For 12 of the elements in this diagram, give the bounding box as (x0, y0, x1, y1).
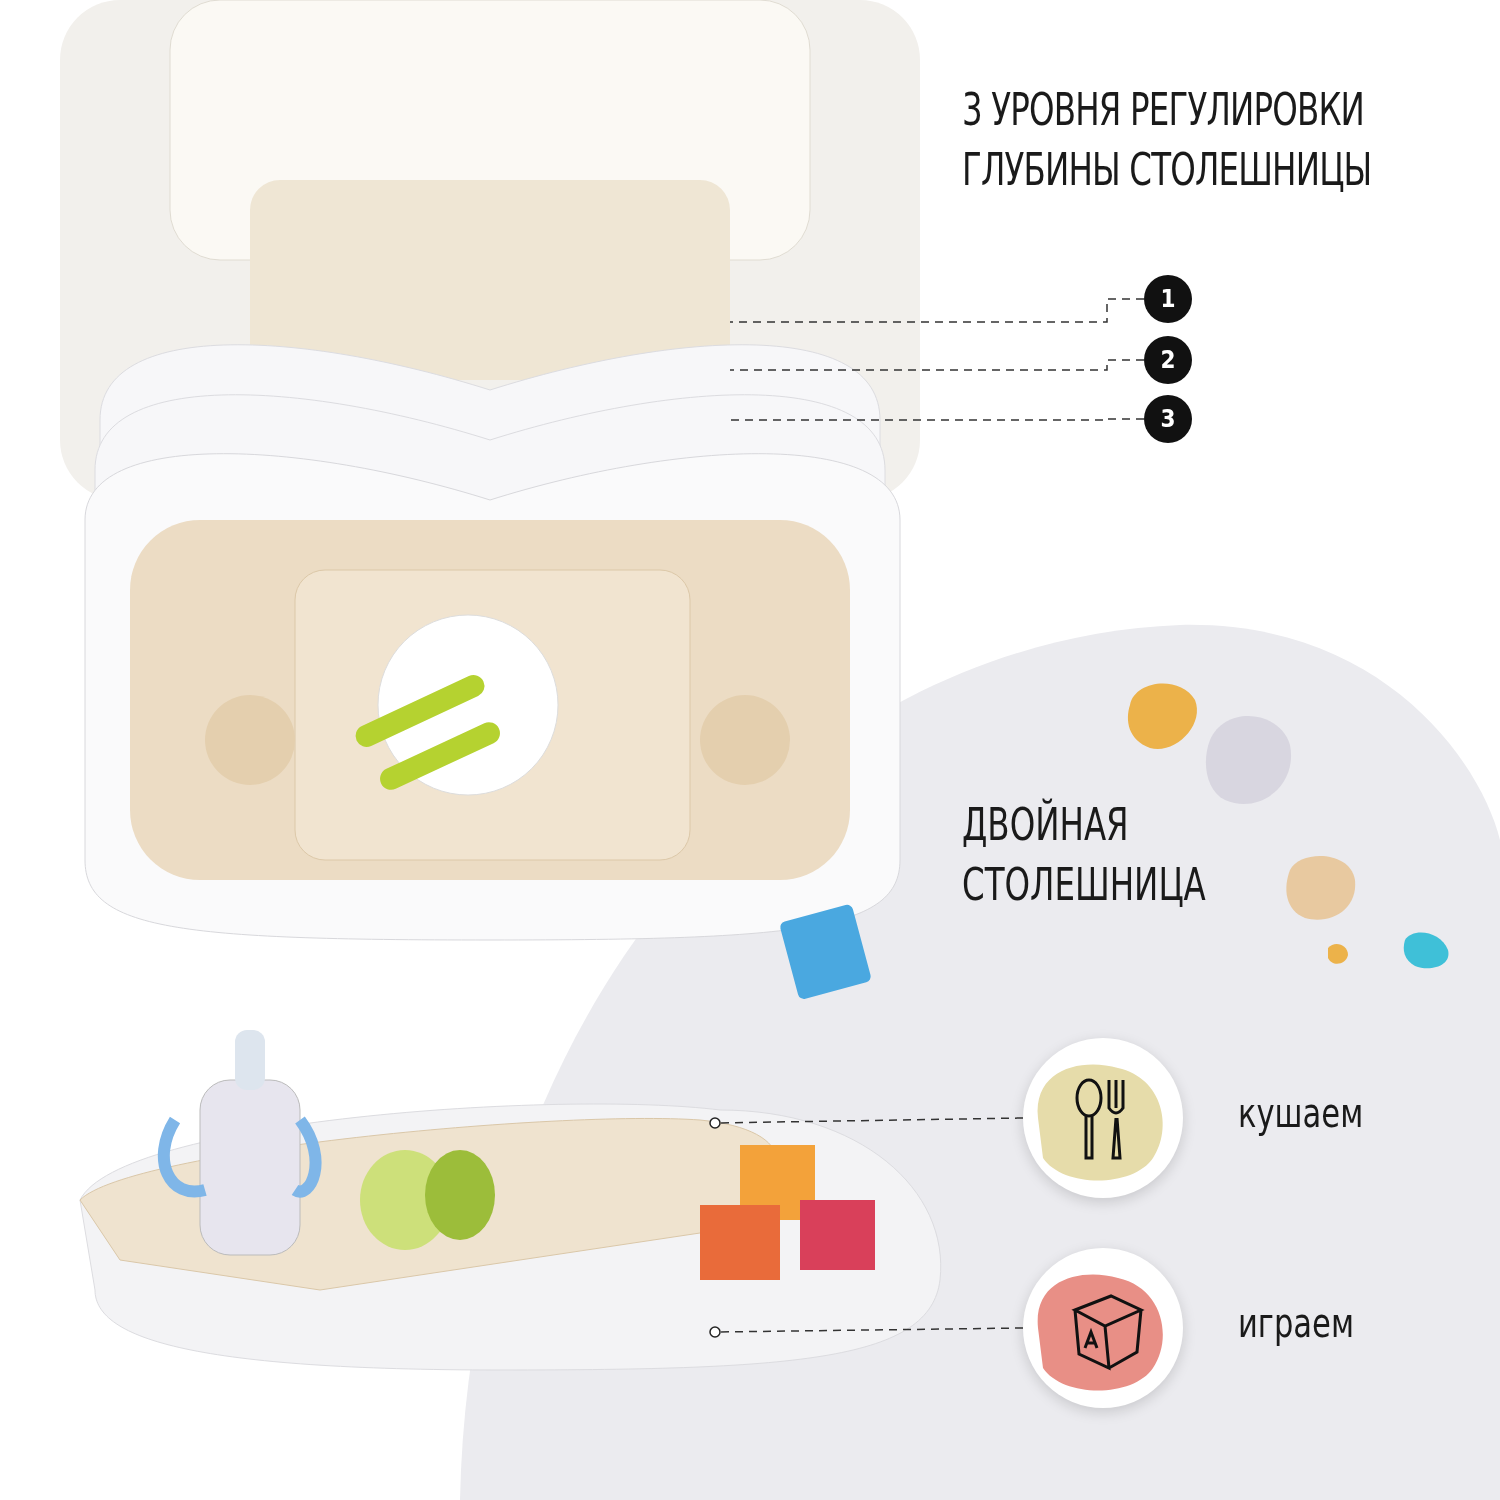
leader-line (709, 1326, 1024, 1338)
leader-line (729, 418, 1145, 421)
title: 3 УРОВНЯ РЕГУЛИРОВКИ ГЛУБИНЫ СТОЛЕШНИЦЫ (962, 83, 1372, 197)
leader-line (729, 298, 1145, 323)
callout-number: 3 (1144, 395, 1192, 443)
callout-number: 1 (1144, 275, 1192, 323)
feature-label: кушаем (1238, 1090, 1364, 1136)
leader-line (729, 359, 1145, 371)
feature-label: играем (1238, 1300, 1354, 1346)
leader-line (709, 1117, 1024, 1129)
callout-number: 2 (1144, 336, 1192, 384)
feature-heading: ДВОЙНАЯ СТОЛЕШНИЦА (962, 797, 1207, 912)
